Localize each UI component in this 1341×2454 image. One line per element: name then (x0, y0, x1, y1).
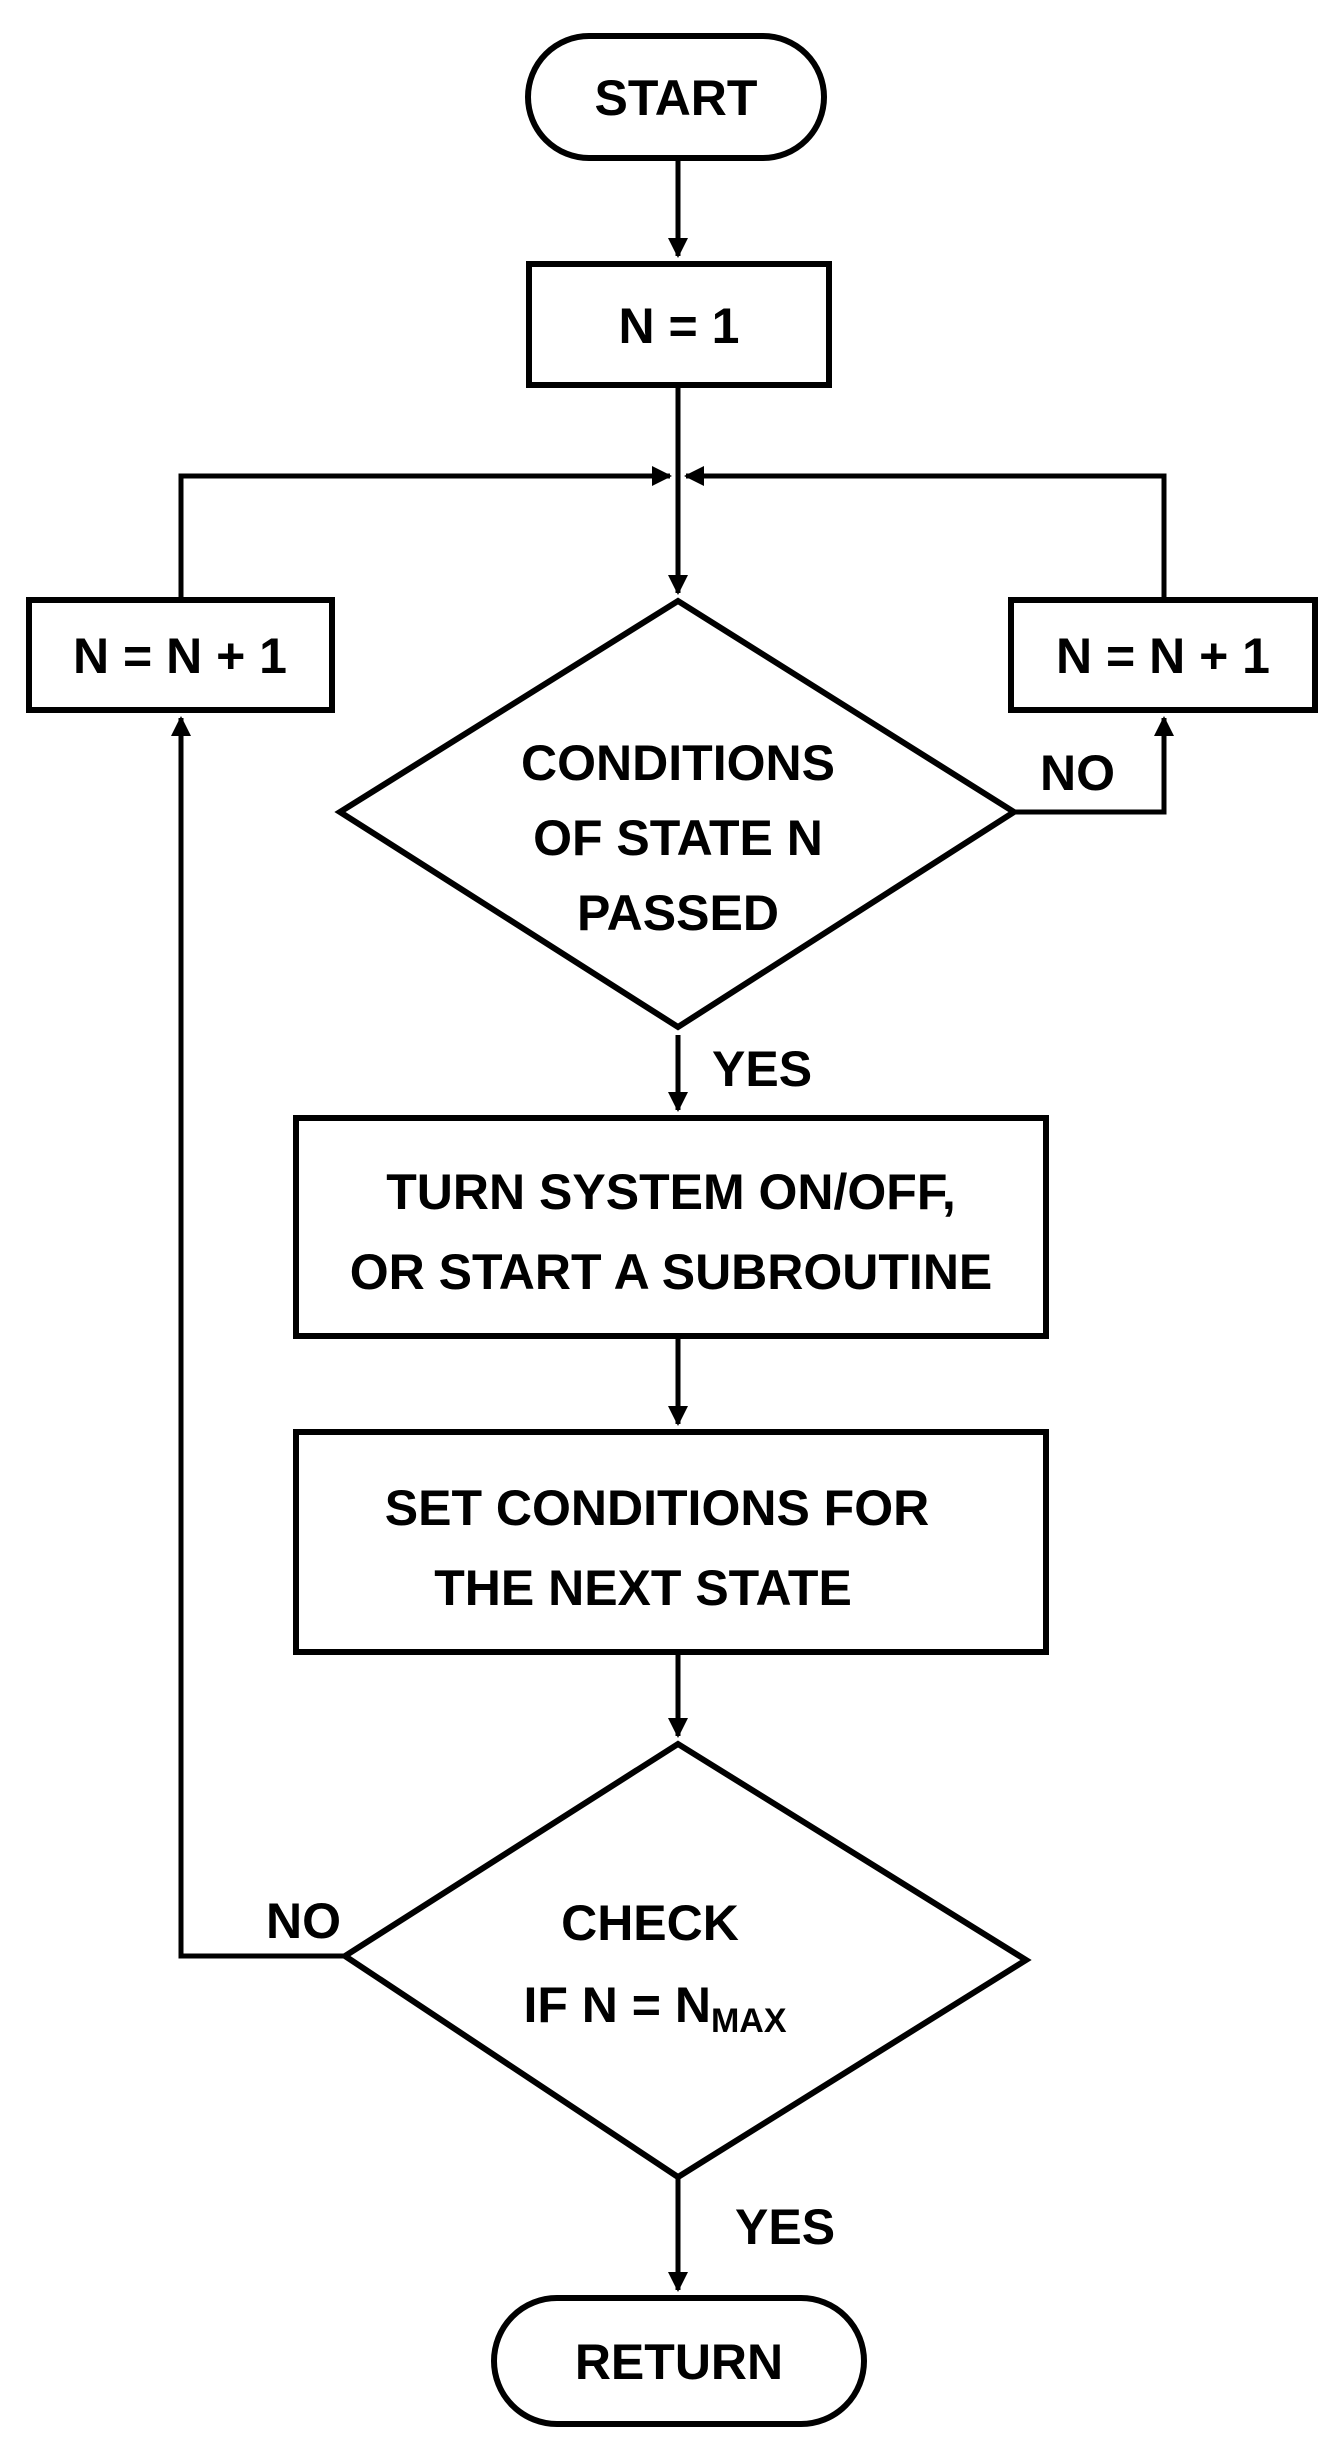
decision-check-max: CHECK IF N = NMAX (339, 1740, 1032, 2181)
return-label: RETURN (575, 2334, 783, 2390)
decision-state-passed: CONDITIONS OF STATE N PASSED (334, 597, 1020, 1031)
increment-right-label: N = N + 1 (1056, 628, 1270, 684)
decision-state-line-1: CONDITIONS (521, 735, 835, 791)
return-terminal: RETURN (491, 2295, 867, 2427)
init-process-box: N = 1 (526, 261, 832, 388)
increment-left-box: N = N + 1 (26, 597, 335, 713)
set-conditions-box: SET CONDITIONS FOR THE NEXT STATE (293, 1429, 1049, 1655)
increment-right-box: N = N + 1 (1008, 597, 1318, 713)
start-label: START (595, 70, 758, 126)
decision-check-line-1: CHECK (561, 1895, 739, 1951)
increment-left-label: N = N + 1 (73, 628, 287, 684)
edge-label-state-no: NO (1040, 745, 1115, 801)
loop-right-return-line (684, 466, 1167, 600)
init-label: N = 1 (619, 298, 740, 354)
set-conditions-line-2: THE NEXT STATE (434, 1560, 852, 1616)
decision-check-line-2-prefix: IF N = N (523, 1977, 711, 2033)
decision-state-line-2: OF STATE N (533, 810, 823, 866)
action-process-box: TURN SYSTEM ON/OFF, OR START A SUBROUTIN… (293, 1115, 1049, 1339)
start-terminal: START (525, 33, 827, 161)
connectors (171, 158, 1174, 2292)
arrow-state-no-to-increment (1014, 716, 1174, 815)
action-line-1: TURN SYSTEM ON/OFF, (386, 1164, 955, 1220)
decision-state-line-3: PASSED (577, 885, 779, 941)
arrow-check-no-to-increment (171, 716, 345, 1959)
edge-label-max-yes: YES (735, 2199, 835, 2255)
decision-check-line-2: IF N = NMAX (523, 1977, 786, 2040)
edge-label-state-yes: YES (712, 1041, 812, 1097)
edge-label-max-no: NO (266, 1893, 341, 1949)
set-conditions-line-1: SET CONDITIONS FOR (385, 1480, 929, 1536)
action-line-2: OR START A SUBROUTINE (350, 1244, 993, 1300)
decision-check-nmax-subscript: MAX (711, 2002, 787, 2040)
loop-left-return-line (178, 466, 672, 600)
